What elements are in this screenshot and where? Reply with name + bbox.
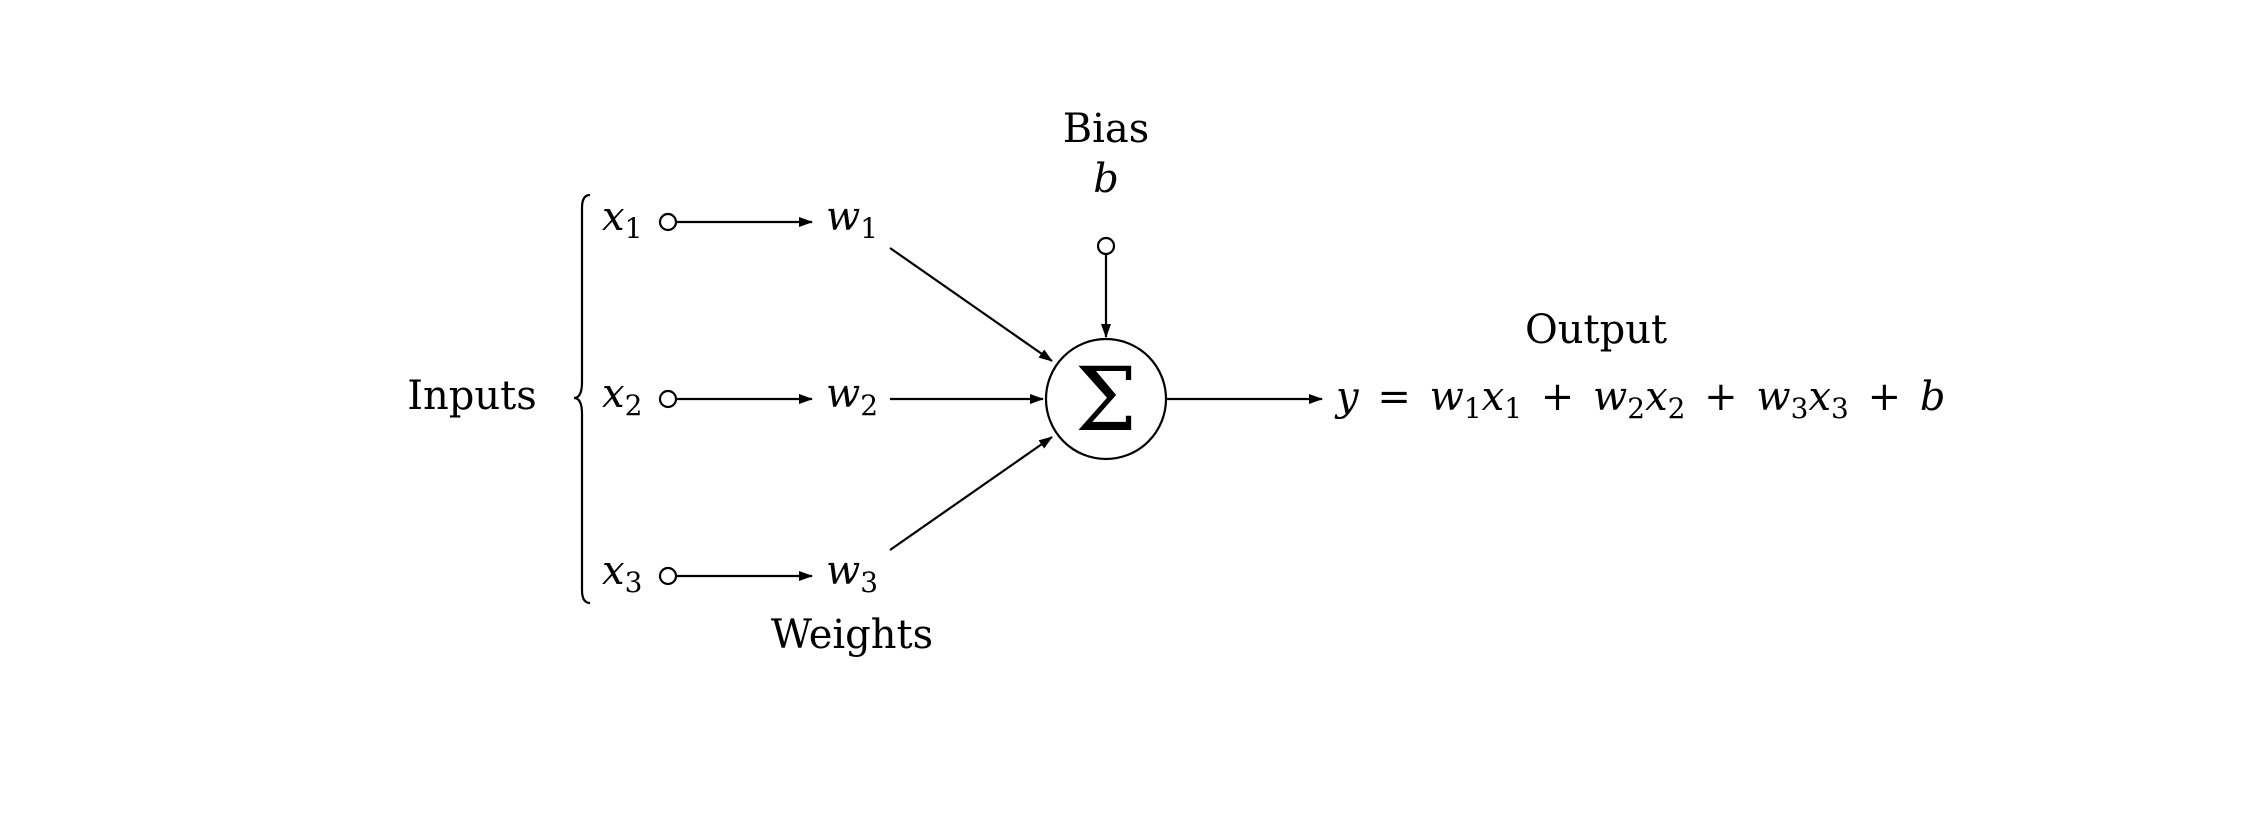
inputs-brace — [573, 193, 591, 605]
input-x3-label: x3 — [602, 548, 642, 599]
bias-label: Bias — [1063, 106, 1150, 152]
weights-label: Weights — [771, 612, 933, 658]
eq-lhs: y — [1334, 374, 1360, 420]
input-node-2 — [658, 389, 678, 409]
eq-bias: b — [1920, 374, 1946, 420]
weight-w2-label: w2 — [826, 371, 878, 422]
weight-1-to-sum-arrow — [889, 247, 1053, 362]
input-x2-label: x2 — [602, 371, 642, 422]
bias-node — [1096, 236, 1116, 256]
output-label: Output — [1525, 307, 1667, 353]
weight-3-to-sum-arrow — [889, 436, 1053, 551]
eq-equals: = — [1377, 374, 1411, 420]
input-x1-label: x1 — [602, 194, 642, 245]
weight-w1-label: w1 — [826, 194, 878, 245]
bias-symbol: b — [1093, 156, 1119, 202]
output-equation: y = w1x1 + w2x2 + w3x3 + b — [1334, 374, 1945, 428]
weight-w3-label: w3 — [826, 548, 878, 599]
inputs-label: Inputs — [407, 373, 537, 419]
input-node-1 — [658, 212, 678, 232]
summation-node — [1044, 337, 1168, 461]
input-node-3 — [658, 566, 678, 586]
sigma-symbol: Σ — [1075, 348, 1137, 451]
